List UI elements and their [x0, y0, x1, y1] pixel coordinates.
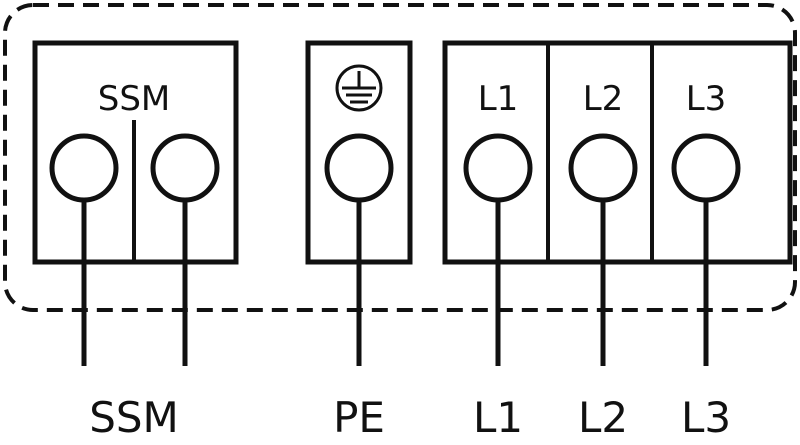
l1-wire-label: L1: [473, 393, 523, 442]
ssm-terminal-block: SSM: [32, 40, 239, 265]
ssm-terminal-1: [49, 133, 119, 203]
housing-outline: [3, 3, 797, 312]
l1-terminal: [463, 133, 533, 203]
pe-terminal: [324, 133, 394, 203]
l2-wire-label: L2: [578, 393, 628, 442]
l3-terminal: [671, 133, 741, 203]
l1-terminal-label: L1: [478, 79, 519, 119]
ssm-wire-label: SSM: [89, 393, 179, 442]
protective-earth-icon: [335, 64, 383, 112]
ssm-terminal-2: [150, 133, 220, 203]
l2-terminal-label: L2: [583, 79, 624, 119]
l3-terminal-label: L3: [686, 79, 727, 119]
wires: [81, 200, 709, 366]
ssm-terminal-label: SSM: [98, 79, 171, 119]
phase-terminal-block: L1 L2 L3: [442, 40, 793, 265]
l2-terminal: [568, 133, 638, 203]
pe-wire-label: PE: [333, 393, 385, 442]
l3-wire-label: L3: [681, 393, 731, 442]
